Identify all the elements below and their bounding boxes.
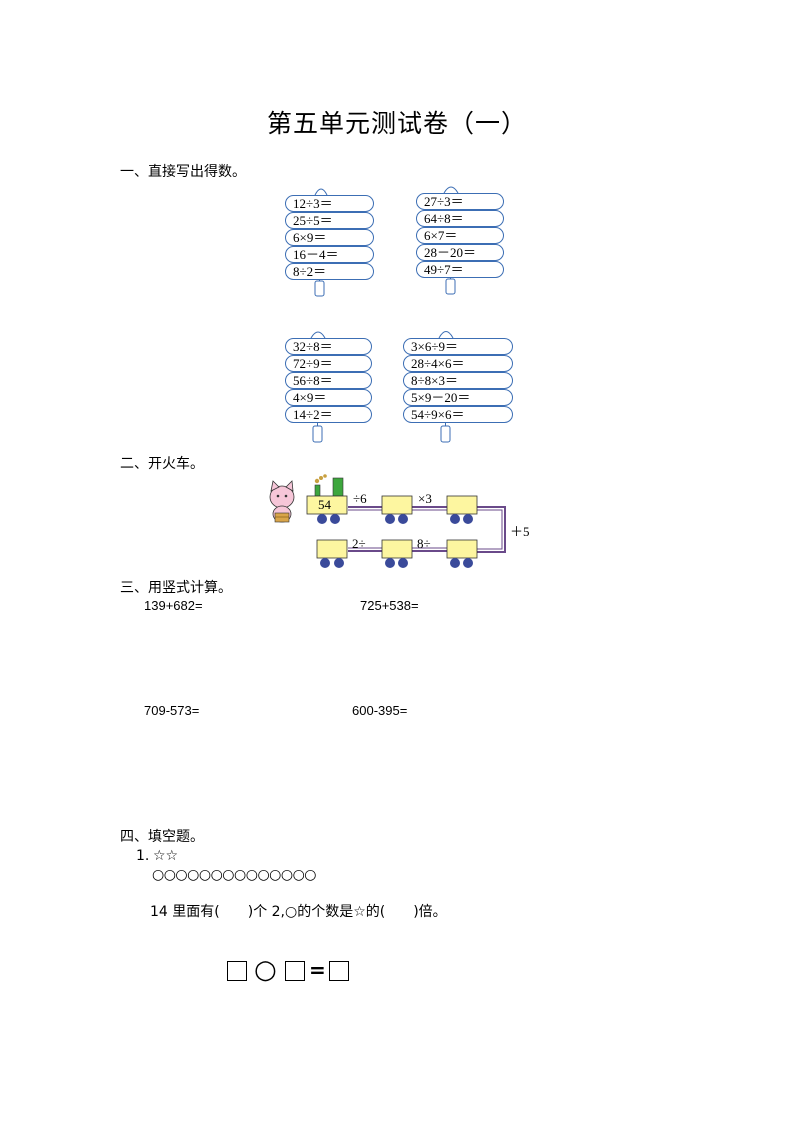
equals-sign: = xyxy=(309,958,326,982)
hanger-frame-3 xyxy=(310,331,326,443)
hanger-3-row: 4×9＝ xyxy=(285,389,372,406)
hanger-card-3: 32÷8＝ 72÷9＝ 56÷8＝ 4×9＝ 14÷2＝ xyxy=(285,326,377,448)
hanger-4-row: 3×6÷9＝ xyxy=(403,338,513,355)
section-4-heading: 四、填空题。 xyxy=(120,829,204,845)
question-1-number: 1. xyxy=(136,848,150,864)
section-3-heading: 三、用竖式计算。 xyxy=(120,580,232,596)
hanger-card-4: 3×6÷9＝ 28÷4×6＝ 8÷8×3＝ 5×9－20＝ 54÷9×6＝ xyxy=(403,325,518,447)
train-op-divide-6: ÷6 xyxy=(353,491,367,506)
answer-box[interactable] xyxy=(329,961,349,981)
hanger-4-row: 54÷9×6＝ xyxy=(403,406,513,423)
hanger-4-row: 28÷4×6＝ xyxy=(403,355,513,372)
hanger-frame-2 xyxy=(443,186,459,295)
train-op-2-divide: 2÷ xyxy=(352,536,366,551)
hanger-2-row: 49÷7＝ xyxy=(416,261,504,278)
train-engine xyxy=(306,474,348,515)
train-car xyxy=(446,539,478,559)
hanger-1-row: 16－4＝ xyxy=(285,246,374,263)
hanger-1-row: 6×9＝ xyxy=(285,229,374,246)
vertical-calc-3: 709-573= xyxy=(144,703,200,718)
hanger-2-row: 28－20＝ xyxy=(416,244,504,261)
train-diagram xyxy=(269,474,506,568)
section-2-heading: 二、开火车。 xyxy=(120,456,204,472)
section-1-heading: 一、直接写出得数。 xyxy=(120,164,246,180)
hanger-card-2: 27÷3＝ 64÷8＝ 6×7＝ 28－20＝ 49÷7＝ xyxy=(416,181,508,301)
train-start-value: 54 xyxy=(318,497,331,512)
page-title: 第五单元测试卷（一） xyxy=(266,109,527,138)
train-op-8-divide: 8÷ xyxy=(417,536,431,551)
train-op-plus-5: ＋5 xyxy=(510,524,530,539)
hanger-3-row: 72÷9＝ xyxy=(285,355,372,372)
train-wheels xyxy=(317,514,473,568)
hanger-2-row: 64÷8＝ xyxy=(416,210,504,227)
cat-illustration xyxy=(269,480,295,523)
hanger-1-row: 8÷2＝ xyxy=(285,263,374,280)
vertical-calc-1: 139+682= xyxy=(144,598,203,613)
answer-box[interactable] xyxy=(285,961,305,981)
hanger-card-1: 12÷3＝ 25÷5＝ 6×9＝ 16－4＝ 8÷2＝ xyxy=(285,183,377,303)
vertical-calc-4: 600-395= xyxy=(352,703,408,718)
train-op-times-3: ×3 xyxy=(418,491,432,506)
circles-row: ○○○○○○○○○○○○○○ xyxy=(152,867,317,883)
hanger-3-row: 14÷2＝ xyxy=(285,406,372,423)
hanger-frame-4 xyxy=(438,331,454,443)
train-car xyxy=(381,539,413,559)
hanger-1-row: 12÷3＝ xyxy=(285,195,374,212)
hanger-4-row: 5×9－20＝ xyxy=(403,389,513,406)
hanger-1-row: 25÷5＝ xyxy=(285,212,374,229)
answer-box[interactable] xyxy=(227,961,247,981)
hanger-2-row: 6×7＝ xyxy=(416,227,504,244)
hanger-2-row: 27÷3＝ xyxy=(416,193,504,210)
hanger-3-row: 32÷8＝ xyxy=(285,338,372,355)
fill-sentence: 14 里面有( )个 2,○的个数是☆的( )倍。 xyxy=(150,904,447,920)
hanger-4-row: 8÷8×3＝ xyxy=(403,372,513,389)
stars-row: ☆☆ xyxy=(153,848,179,864)
vertical-calc-2: 725+538= xyxy=(360,598,419,613)
operator-circle[interactable]: ○ xyxy=(254,955,277,985)
train-car xyxy=(446,495,478,515)
hanger-3-row: 56÷8＝ xyxy=(285,372,372,389)
train-car xyxy=(381,495,413,515)
train-car xyxy=(316,539,348,559)
